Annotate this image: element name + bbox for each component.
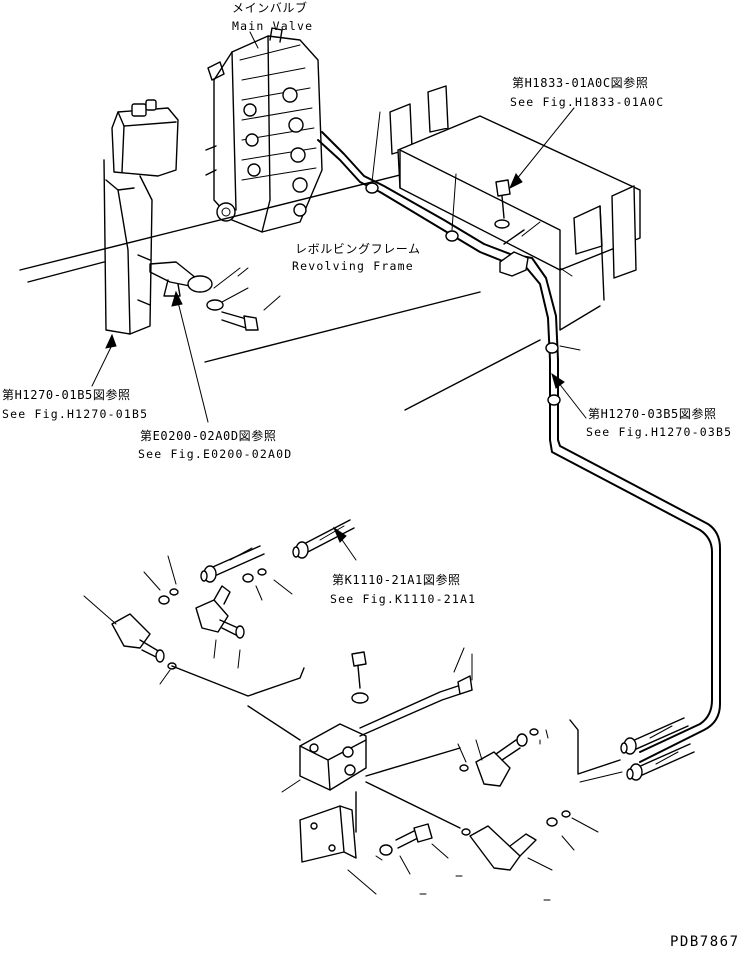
h1270-03b5-leader [557, 381, 587, 419]
frame-edge-low [404, 339, 541, 411]
frame-edge-left [27, 261, 105, 283]
bolt-top-right [494, 179, 511, 229]
main-valve-label-en: Main Valve [232, 19, 313, 33]
main-valve-leader [249, 31, 259, 49]
pipe-clamp-top [499, 229, 529, 277]
o-ring-2 [257, 568, 267, 576]
bolt-left [221, 311, 259, 331]
revolving-frame-label-en: Revolving Frame [292, 259, 414, 273]
ref-h1270-01b5-label-jp: 第H1270-01B5図参照 [2, 387, 131, 402]
mounting-bracket [299, 805, 357, 863]
line-connector-3 [365, 747, 461, 777]
ref-e0200-label-en: See Fig.E0200-02A0D [138, 447, 292, 461]
leaders-right-elbow-lower [527, 771, 623, 871]
ref-h1833-label-en: See Fig.H1833-01A0C [510, 95, 664, 109]
washer-left [206, 299, 224, 311]
pipe-fitting-leaders [453, 647, 473, 681]
hose-left [200, 545, 265, 583]
bolt-bracket [379, 823, 433, 856]
tick-marks-bottom [419, 875, 551, 901]
frame-edge-mid [204, 291, 481, 363]
hose-lower-right-2 [626, 743, 695, 781]
leaders-bracket [347, 843, 449, 895]
control-unit-leader [91, 344, 113, 387]
line-connector-1 [171, 665, 305, 697]
elbow-fitting-lower-right-lower [461, 810, 571, 871]
clip-clamp [149, 261, 213, 297]
hose-lower-right-1 [620, 717, 689, 755]
pipe-clip-leader-2 [451, 173, 457, 231]
pipe-clip-leaders [559, 267, 581, 351]
bolt-manifold [351, 651, 369, 704]
ref-h1270-01b5-label-en: See Fig.H1270-01B5 [2, 407, 148, 421]
line-connector-6 [569, 719, 621, 775]
hose-right [292, 519, 355, 559]
pipe-fitting-top [457, 675, 473, 695]
control-lever-stand [103, 99, 179, 335]
pipe-clip-leader-1 [371, 111, 381, 183]
pipe-to-manifold [359, 681, 473, 737]
line-connector-4 [365, 781, 461, 829]
clamp-leader [521, 221, 541, 237]
revolving-frame-label-jp: レボルビングフレーム [295, 242, 421, 256]
manifold-leader [281, 779, 301, 793]
o-ring-1 [169, 588, 179, 596]
drawing-code: PDB7867 [670, 934, 740, 950]
leader-lines-left [213, 267, 281, 311]
elbow-fitting-middle [195, 573, 254, 639]
frame-blocks-top [389, 85, 641, 331]
ref-h1833-label-jp: 第H1833-01A0C図参照 [512, 75, 648, 90]
manifold-block [299, 723, 367, 791]
ref-h1270-03b5-label-en: See Fig.H1270-03B5 [586, 425, 732, 439]
main-valve-label-jp: メインバルブ [232, 0, 308, 15]
e0200-leader [177, 301, 209, 423]
ref-k1110-label-en: See Fig.K1110-21A1 [330, 592, 476, 606]
leaders-right-elbow-upper [457, 729, 549, 763]
elbow-fitting-lower-right-upper [459, 728, 539, 787]
ref-k1110-label-jp: 第K1110-21A1図参照 [332, 572, 461, 587]
leader-lines-lower-left [83, 555, 293, 685]
line-connector-2 [247, 705, 301, 741]
hydraulic-pipe [317, 131, 721, 763]
h1833-leader [515, 107, 575, 181]
frame-edge-top [19, 169, 421, 271]
ref-h1270-03b5-label-jp: 第H1270-03B5図参照 [588, 406, 717, 421]
ref-e0200-label-jp: 第E0200-02A0D図参照 [140, 428, 276, 443]
elbow-fitting-left [111, 595, 170, 663]
main-valve [205, 27, 323, 233]
